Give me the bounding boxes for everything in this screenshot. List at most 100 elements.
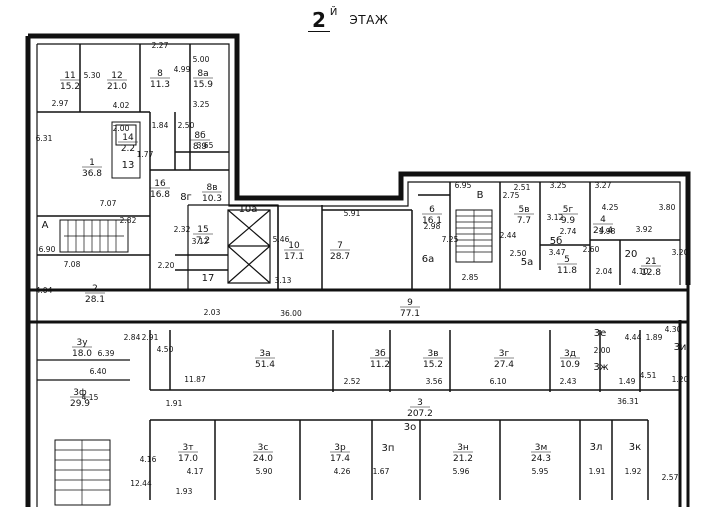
room-3к: 3к [629, 442, 641, 453]
stair-v-frame [455, 209, 493, 263]
floor-word: ЭТАЖ [349, 13, 389, 27]
room-area: 21.2 [453, 454, 473, 464]
dimension-label: 2.74 [560, 227, 577, 236]
dimension-label: 2.98 [424, 222, 441, 231]
dimension-label: 3.25 [193, 100, 210, 109]
room-number: 15 [197, 225, 208, 235]
dimension-label: 4.25 [602, 203, 619, 212]
room-number: 3ф [73, 388, 87, 398]
room-3п: 3п [382, 443, 395, 454]
room-number: 3а [259, 349, 270, 359]
dimension-label: 2.51 [514, 183, 531, 192]
room-area: 15.9 [193, 80, 213, 90]
room-8г: 8г [180, 192, 192, 203]
room-number: 6а [422, 254, 435, 265]
room-6а: 6а [422, 254, 435, 265]
dimension-label: 4.16 [140, 455, 157, 464]
room-number: 3б [374, 349, 386, 359]
dimension-label: 36.00 [280, 309, 302, 318]
room-area: 21.0 [107, 82, 127, 92]
room-number: 11 [64, 71, 75, 81]
dimension-label: 5.95 [532, 467, 549, 476]
room-10а: 10а [239, 204, 258, 215]
south-offices [149, 419, 649, 500]
dimension-label: 2.00 [113, 124, 130, 133]
dimension-label: 2.82 [120, 216, 137, 225]
room-area: 11.2 [370, 360, 390, 370]
dimension-label: 1.89 [646, 333, 663, 342]
room-number: 3р [334, 443, 346, 453]
dimension-label: 2.50 [510, 249, 527, 258]
room-area: 17.1 [284, 252, 304, 262]
room-В: В [477, 190, 484, 201]
stair-a-steps [64, 220, 124, 252]
room-5: 511.8 [557, 255, 577, 276]
room-14: 142.2 [118, 133, 138, 154]
dimension-label: 3.12 [192, 237, 209, 246]
floor-number-suffix: Й [329, 6, 338, 18]
dimension-label: 3.92 [636, 225, 653, 234]
room-5а: 5а [521, 257, 534, 268]
room-number: 4 [600, 215, 606, 225]
room-8б: 8б8.9 [190, 131, 210, 152]
dimension-label: 6.10 [490, 377, 507, 386]
dimension-label: 2.91 [142, 333, 159, 342]
east-wall [678, 285, 690, 507]
room-number: 5б [550, 236, 563, 247]
room-number: 3е [594, 328, 607, 339]
dimension-label: 3.12 [547, 213, 564, 222]
stair-v-steps [456, 210, 492, 262]
walls [25, 33, 691, 507]
room-area: 24.0 [253, 454, 273, 464]
room-3и: 3и [674, 342, 687, 353]
room-number: 2 [92, 284, 98, 294]
dimension-label: 2.00 [594, 346, 611, 355]
room-area: 24.4 [593, 226, 613, 236]
stair-south-steps [55, 440, 110, 505]
dimension-label: 4.02 [113, 101, 130, 110]
room-area: 7.7 [517, 216, 531, 226]
west-south-partitions [37, 359, 130, 381]
room-number: 10а [239, 204, 258, 215]
dimension-label: 1.92 [625, 467, 642, 476]
room-number: 3д [564, 349, 576, 359]
room-number: 21 [645, 257, 656, 267]
room-area: 207.2 [407, 409, 433, 419]
room-number: 5а [521, 257, 534, 268]
room-area: 9.9 [561, 216, 576, 226]
dimension-label: 2.04 [596, 267, 613, 276]
dimension-label: 1.91 [166, 399, 183, 408]
room-number: 8б [194, 131, 206, 141]
inner-wall-line [37, 43, 681, 285]
dimension-label: 7.25 [442, 235, 459, 244]
room-number: 17 [202, 273, 215, 284]
room-area: 36.8 [82, 169, 102, 179]
floor-number: 2 [308, 9, 330, 32]
room-9: 977.1 [400, 298, 420, 319]
dimension-label: 1.91 [589, 467, 606, 476]
corridor-walls [28, 288, 688, 324]
dimension-label: 2.52 [344, 377, 361, 386]
dimension-label: 6.31 [36, 134, 53, 143]
room-15: 157.2 [193, 225, 213, 246]
room-number: 13 [122, 160, 135, 171]
room-area: 16.8 [150, 190, 170, 200]
dimension-label: 4.51 [640, 371, 657, 380]
dimension-label: 5.91 [344, 209, 361, 218]
room-area: 29.9 [70, 399, 90, 409]
dimension-label: 4.10 [632, 267, 649, 276]
dimension-label: 4.04 [36, 286, 53, 295]
dimension-label: 1.77 [137, 150, 154, 159]
dimension-label: 4.30 [665, 325, 682, 334]
dimension-label: 4.26 [334, 467, 351, 476]
room-area: 10.9 [560, 360, 580, 370]
north-partitions [37, 44, 229, 290]
room-area: 77.1 [400, 309, 420, 319]
room-number: 14 [122, 133, 134, 143]
